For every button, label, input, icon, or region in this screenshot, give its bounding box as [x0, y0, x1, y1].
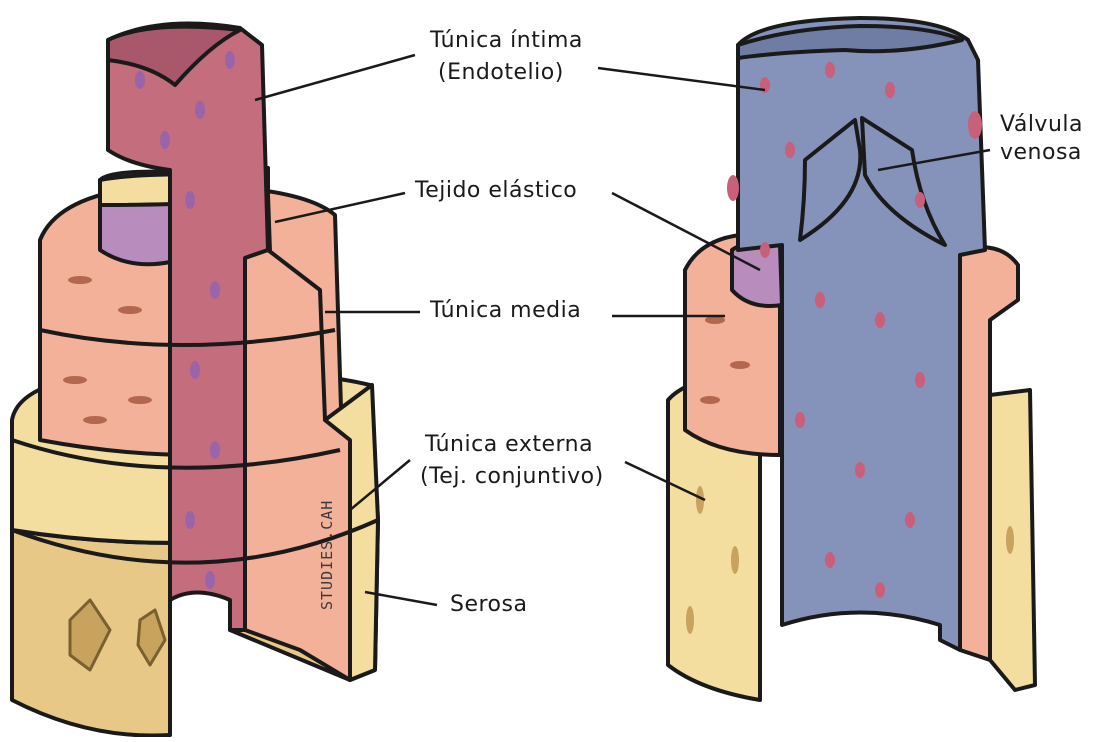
leader-intima-artery [255, 55, 415, 100]
vein-elastic [732, 243, 782, 306]
label-intima-sub: (Endotelio) [438, 60, 564, 86]
artery [12, 24, 378, 736]
watermark: STUDIES.CAH [318, 500, 336, 610]
label-serosa: Serosa [450, 592, 527, 618]
vein [668, 18, 1035, 700]
label-valve-sub: venosa [1000, 140, 1082, 166]
label-elastic: Tejido elástico [415, 178, 577, 204]
label-valve: Válvula [1000, 112, 1083, 138]
label-media: Túnica media [430, 298, 581, 324]
label-externa: Túnica externa [425, 432, 593, 458]
label-intima: Túnica íntima [430, 28, 583, 54]
label-externa-sub: (Tej. conjuntivo) [420, 464, 604, 490]
